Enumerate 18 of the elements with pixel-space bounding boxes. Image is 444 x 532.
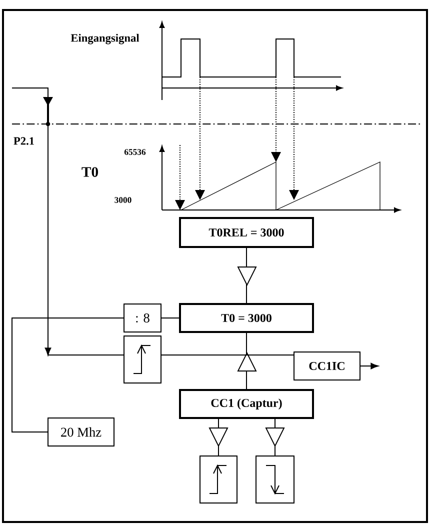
connector [360, 362, 378, 370]
edge-detector-box [124, 336, 162, 384]
block-box: T0REL = 3000 [179, 217, 314, 248]
axis-label: T0 [82, 167, 98, 177]
block-box: 20 Mhz [48, 418, 114, 446]
block-box: T0 = 3000 [179, 303, 314, 333]
block-box: CC1 (Captur) [179, 389, 314, 419]
axis-label: 3000 [114, 197, 132, 203]
edge-detector-box [200, 456, 238, 504]
axis-label: 65536 [124, 149, 146, 155]
connector [44, 340, 124, 356]
connector [12, 318, 124, 432]
block-box: : 8 [124, 304, 162, 332]
axis-label: Eingangsignal [70, 34, 140, 44]
edge-detector-box [256, 456, 294, 504]
axis-label: P2.1 [14, 137, 34, 145]
block-box: CC1IC [294, 352, 360, 380]
connector [161, 354, 294, 356]
